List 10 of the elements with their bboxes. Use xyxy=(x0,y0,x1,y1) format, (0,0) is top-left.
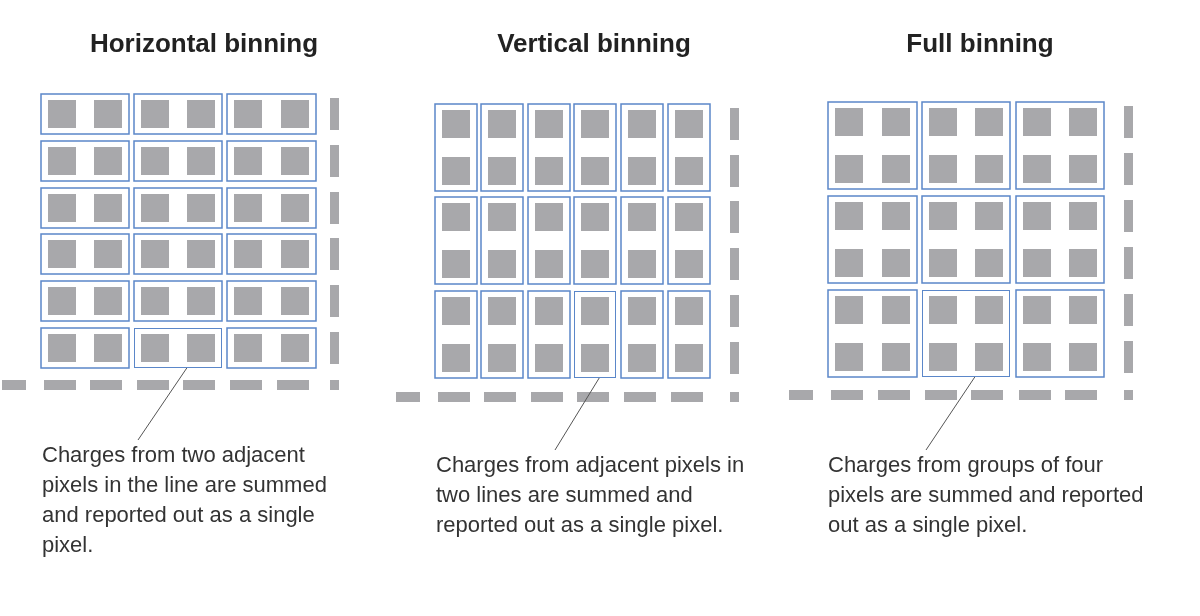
leader-line xyxy=(554,377,600,451)
caption-text: Charges from adjacent pixels in two lines are summed and reported out as a single pixel. xyxy=(436,450,771,540)
caption-text: Charges from two adjacent pixels in the line are summed and reported out as a single pixel. xyxy=(42,440,332,560)
bin-outline xyxy=(574,291,616,378)
caption-text: Charges from groups of four pixels are summed and reported out as a single pixel. xyxy=(828,450,1158,540)
bin-outline xyxy=(922,290,1010,377)
bin-outline xyxy=(134,328,222,368)
panel-heading: Full binning xyxy=(905,28,1055,59)
panel-heading: Horizontal binning xyxy=(88,28,320,59)
panel-heading: Vertical binning xyxy=(496,28,692,59)
